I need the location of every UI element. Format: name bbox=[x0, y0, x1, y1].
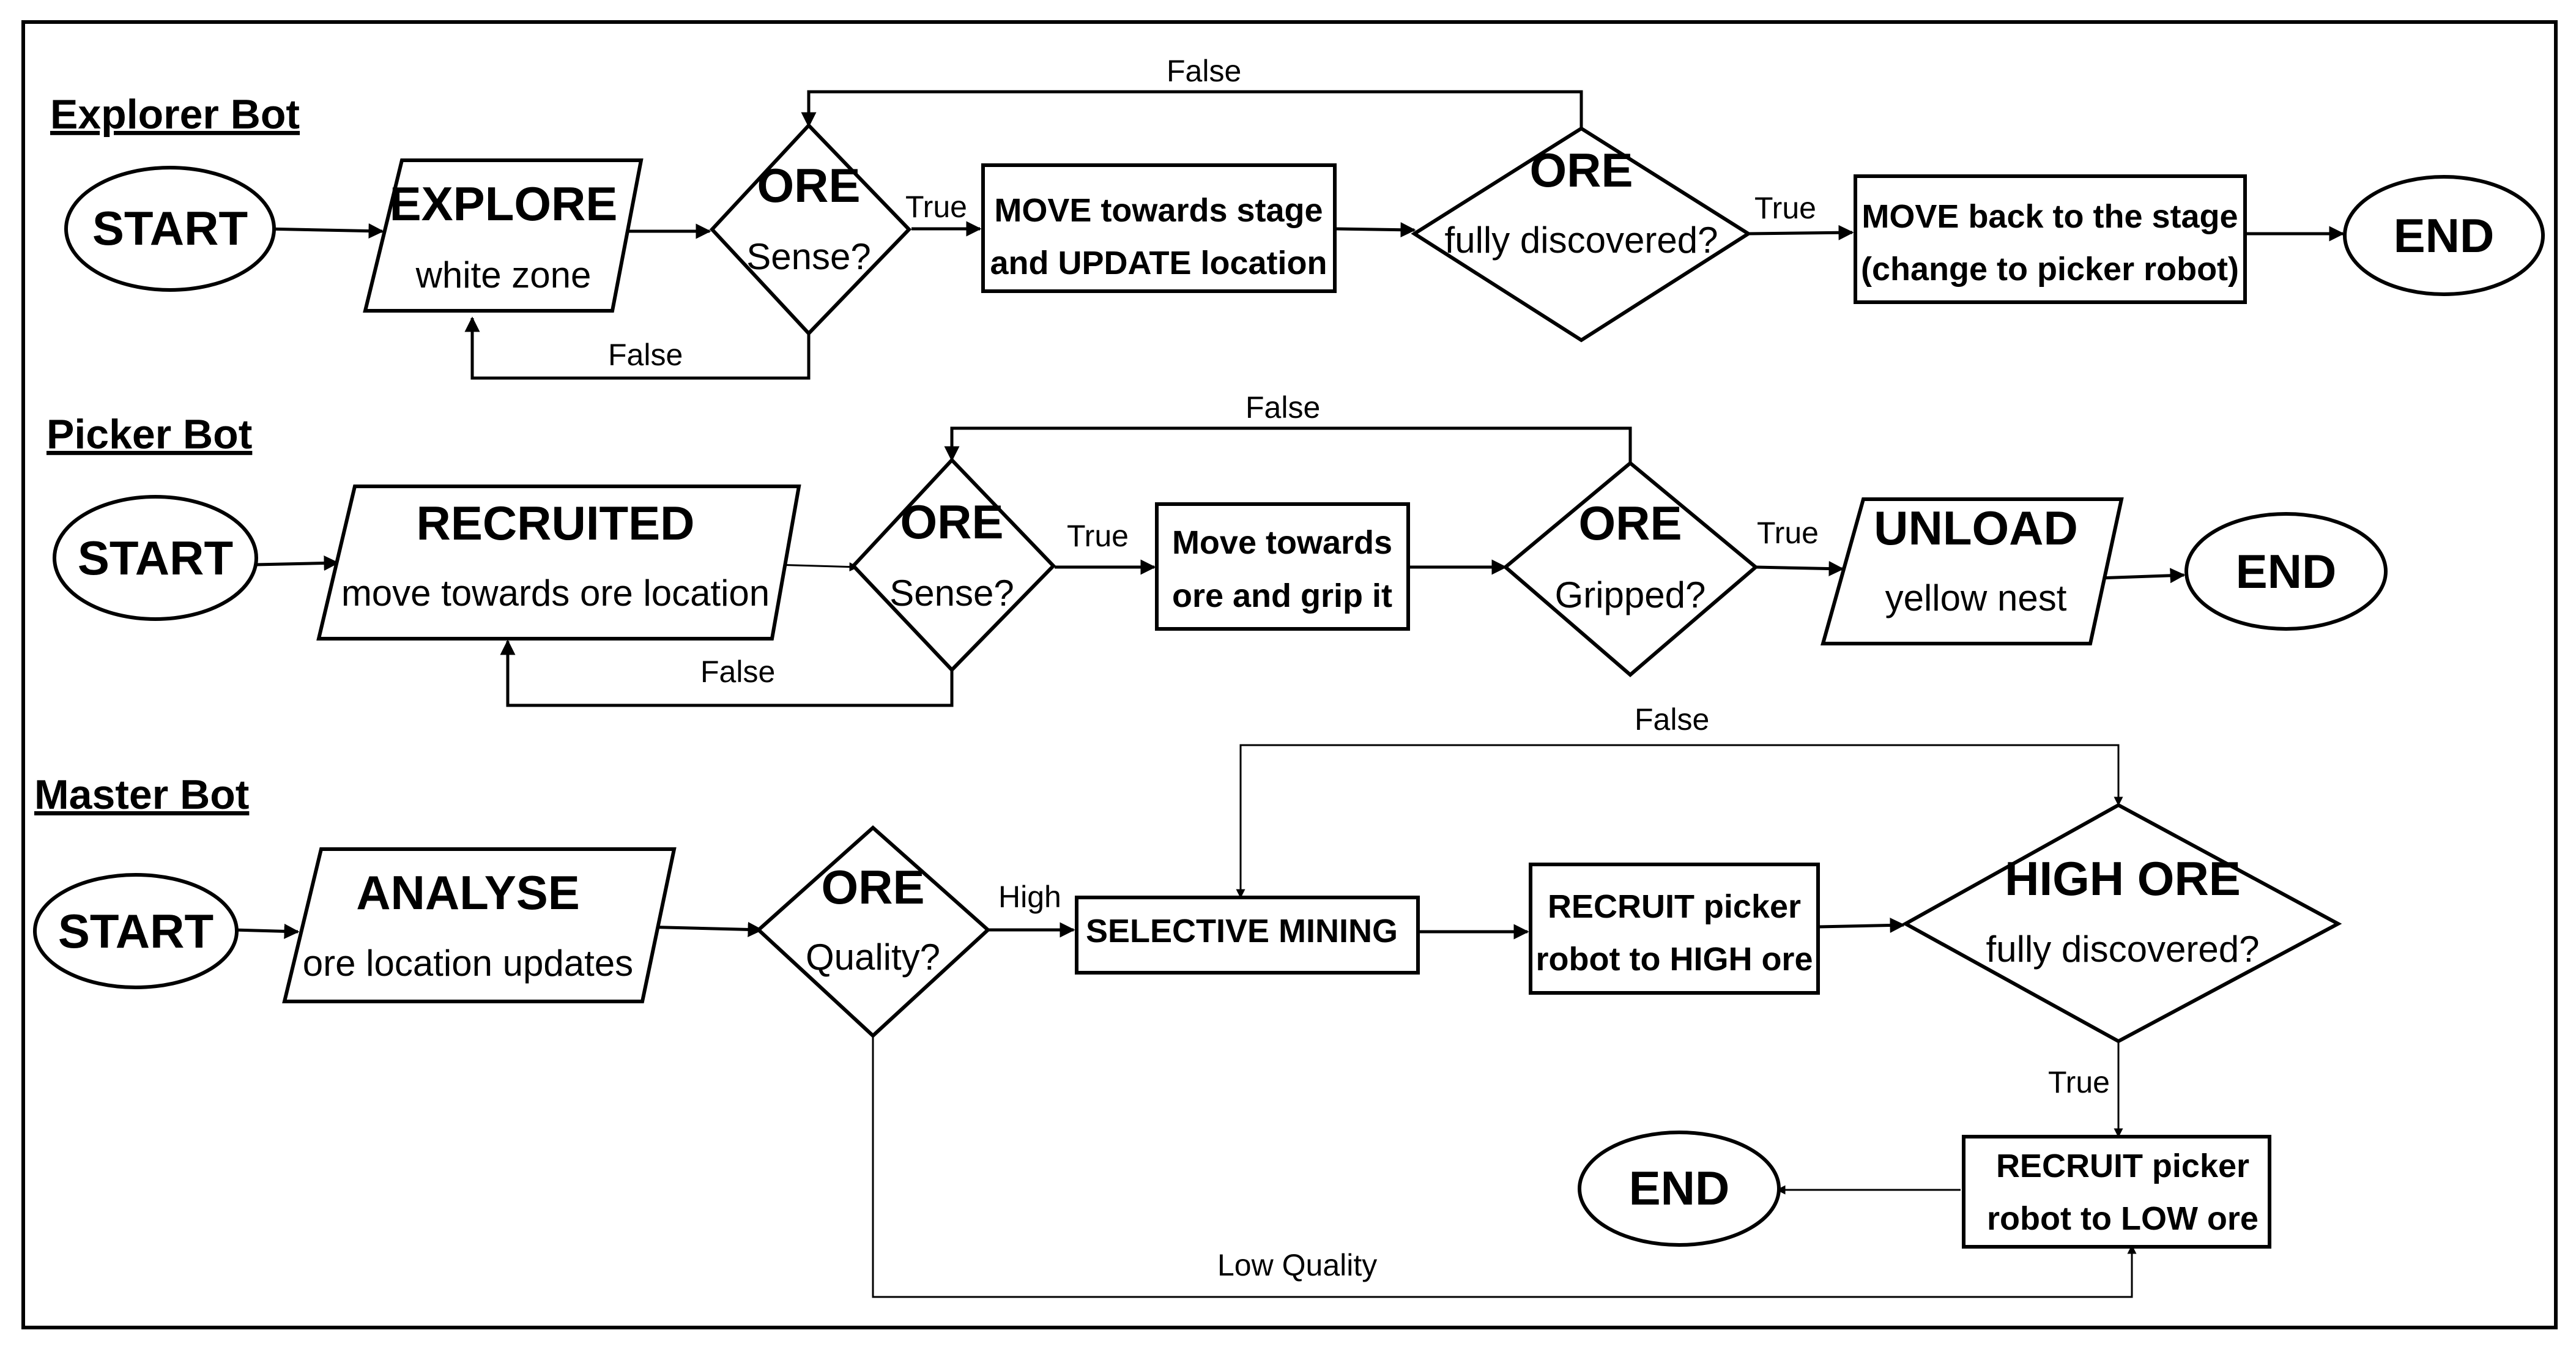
picker-end-node bbox=[2184, 512, 2388, 631]
master-true-label: True bbox=[2048, 1065, 2110, 1099]
master-selective-mining-box bbox=[1075, 896, 1420, 975]
master-recruit-low-line1: RECRUIT picker bbox=[1996, 1148, 2249, 1184]
explorer-ore-discovered-decision bbox=[1411, 126, 1752, 343]
explorer-end-label: END bbox=[2394, 209, 2495, 262]
explorer-explore-sub: white zone bbox=[415, 254, 592, 295]
picker-ore-sense-title: ORE bbox=[900, 495, 1003, 549]
explorer-explore-node bbox=[363, 158, 644, 313]
master-end-label: END bbox=[1629, 1161, 1730, 1215]
master-start-label: START bbox=[58, 904, 213, 958]
picker-move-grip-box bbox=[1155, 502, 1410, 631]
picker-end-label: END bbox=[2236, 544, 2337, 598]
master-start-node bbox=[33, 873, 239, 989]
master-high-ore-title: HIGH ORE bbox=[2005, 852, 2241, 905]
arrow-picker-ore2-unload bbox=[1755, 561, 1844, 577]
picker-recruited-node bbox=[316, 485, 801, 641]
master-analyse-sub: ore location updates bbox=[303, 943, 633, 984]
arrow-master-low-quality-path bbox=[872, 1036, 2137, 1298]
picker-true-label-2: True bbox=[1757, 516, 1819, 550]
master-ore-quality-title: ORE bbox=[821, 860, 924, 914]
arrow-picker-start-recruited bbox=[255, 555, 340, 571]
explorer-move-back-line2: (change to picker robot) bbox=[1861, 251, 2239, 288]
master-recruit-high-line2: robot to HIGH ore bbox=[1536, 941, 1813, 978]
picker-start-node bbox=[53, 495, 258, 621]
master-ore-quality-decision bbox=[755, 825, 991, 1039]
explorer-true-label-2: True bbox=[1754, 191, 1816, 225]
arrow-picker-unload-end bbox=[2098, 568, 2186, 584]
picker-false-label-2: False bbox=[1245, 390, 1320, 425]
explorer-end-node bbox=[2343, 175, 2545, 296]
master-end-node bbox=[1578, 1131, 1781, 1247]
master-false-label: False bbox=[1635, 702, 1709, 737]
picker-start-label: START bbox=[78, 531, 233, 585]
master-low-quality-label: Low Quality bbox=[1217, 1248, 1377, 1282]
picker-ore-sense-decision bbox=[850, 457, 1056, 673]
picker-true-label-1: True bbox=[1067, 519, 1129, 553]
master-analyse-node bbox=[282, 847, 677, 1003]
picker-move-grip-line2: ore and grip it bbox=[1172, 578, 1392, 614]
explorer-move-update-box bbox=[981, 163, 1337, 293]
picker-unload-sub: yellow nest bbox=[1885, 578, 2067, 618]
lane-label-master: Master Bot bbox=[34, 771, 249, 818]
explorer-start-node bbox=[64, 166, 276, 292]
master-recruit-low-line2: robot to LOW ore bbox=[1987, 1200, 2259, 1237]
arrow-explorer-move-ore2 bbox=[1334, 222, 1416, 238]
arrow-picker-recruited-ore1 bbox=[773, 562, 859, 572]
master-high-label: High bbox=[998, 880, 1061, 914]
master-selective-mining-label: SELECTIVE MINING bbox=[1086, 913, 1398, 949]
arrow-explorer-ore2-back bbox=[1748, 225, 1854, 240]
picker-unload-title: UNLOAD bbox=[1874, 501, 2078, 555]
explorer-move-update-line2: and UPDATE location bbox=[990, 245, 1327, 281]
arrow-explorer-start-explore bbox=[264, 223, 384, 239]
picker-ore-gripped-decision bbox=[1502, 461, 1759, 677]
picker-move-grip-line1: Move towards bbox=[1172, 524, 1392, 561]
picker-unload-node bbox=[1821, 497, 2124, 645]
explorer-explore-title: EXPLORE bbox=[390, 177, 618, 231]
explorer-move-back-box bbox=[1854, 174, 2247, 304]
arrow-master-selective-false-loop bbox=[1236, 744, 2123, 899]
explorer-move-back-line1: MOVE back to the stage bbox=[1861, 198, 2238, 235]
picker-recruited-title: RECRUITED bbox=[416, 496, 694, 550]
master-ore-quality-sub: Quality? bbox=[806, 937, 940, 978]
arrow-explorer-ore1-false-loop bbox=[464, 316, 811, 380]
explorer-ore-sense-title: ORE bbox=[757, 158, 860, 212]
master-high-ore-decision bbox=[1901, 803, 2342, 1044]
picker-recruited-sub: move towards ore location bbox=[341, 573, 770, 614]
explorer-move-update-line1: MOVE towards stage bbox=[994, 192, 1323, 229]
explorer-ore-sense-decision bbox=[709, 122, 912, 336]
arrow-picker-ore2-false-loop bbox=[944, 426, 1632, 463]
outer-frame bbox=[21, 20, 2558, 1329]
arrow-explorer-ore2-false-loop bbox=[801, 90, 1583, 128]
master-high-ore-sub: fully discovered? bbox=[1986, 929, 2260, 970]
explorer-false-label-2: False bbox=[1167, 54, 1241, 88]
explorer-ore-sense-sub: Sense? bbox=[746, 236, 871, 277]
master-analyse-title: ANALYSE bbox=[356, 866, 580, 919]
lane-label-picker: Picker Bot bbox=[46, 411, 252, 458]
arrow-master-start-analyse bbox=[233, 923, 300, 939]
arrow-master-analyse-ore bbox=[642, 921, 763, 937]
arrow-picker-ore1-false-loop bbox=[500, 639, 954, 707]
lane-label-explorer: Explorer Bot bbox=[50, 91, 300, 138]
explorer-ore-discovered-title: ORE bbox=[1529, 143, 1633, 197]
master-recruit-high-line1: RECRUIT picker bbox=[1548, 888, 1801, 925]
picker-ore-gripped-title: ORE bbox=[1578, 496, 1682, 550]
explorer-true-label-1: True bbox=[905, 190, 967, 224]
explorer-start-label: START bbox=[92, 201, 248, 255]
picker-ore-gripped-sub: Gripped? bbox=[1555, 574, 1706, 615]
picker-false-label-1: False bbox=[700, 655, 775, 689]
explorer-false-label-1: False bbox=[608, 338, 683, 372]
picker-ore-sense-sub: Sense? bbox=[889, 573, 1014, 614]
explorer-ore-discovered-sub: fully discovered? bbox=[1445, 220, 1718, 261]
master-recruit-low-box bbox=[1962, 1135, 2271, 1249]
master-recruit-high-box bbox=[1529, 863, 1820, 995]
arrow-master-recruit-high-decision bbox=[1817, 917, 1906, 933]
